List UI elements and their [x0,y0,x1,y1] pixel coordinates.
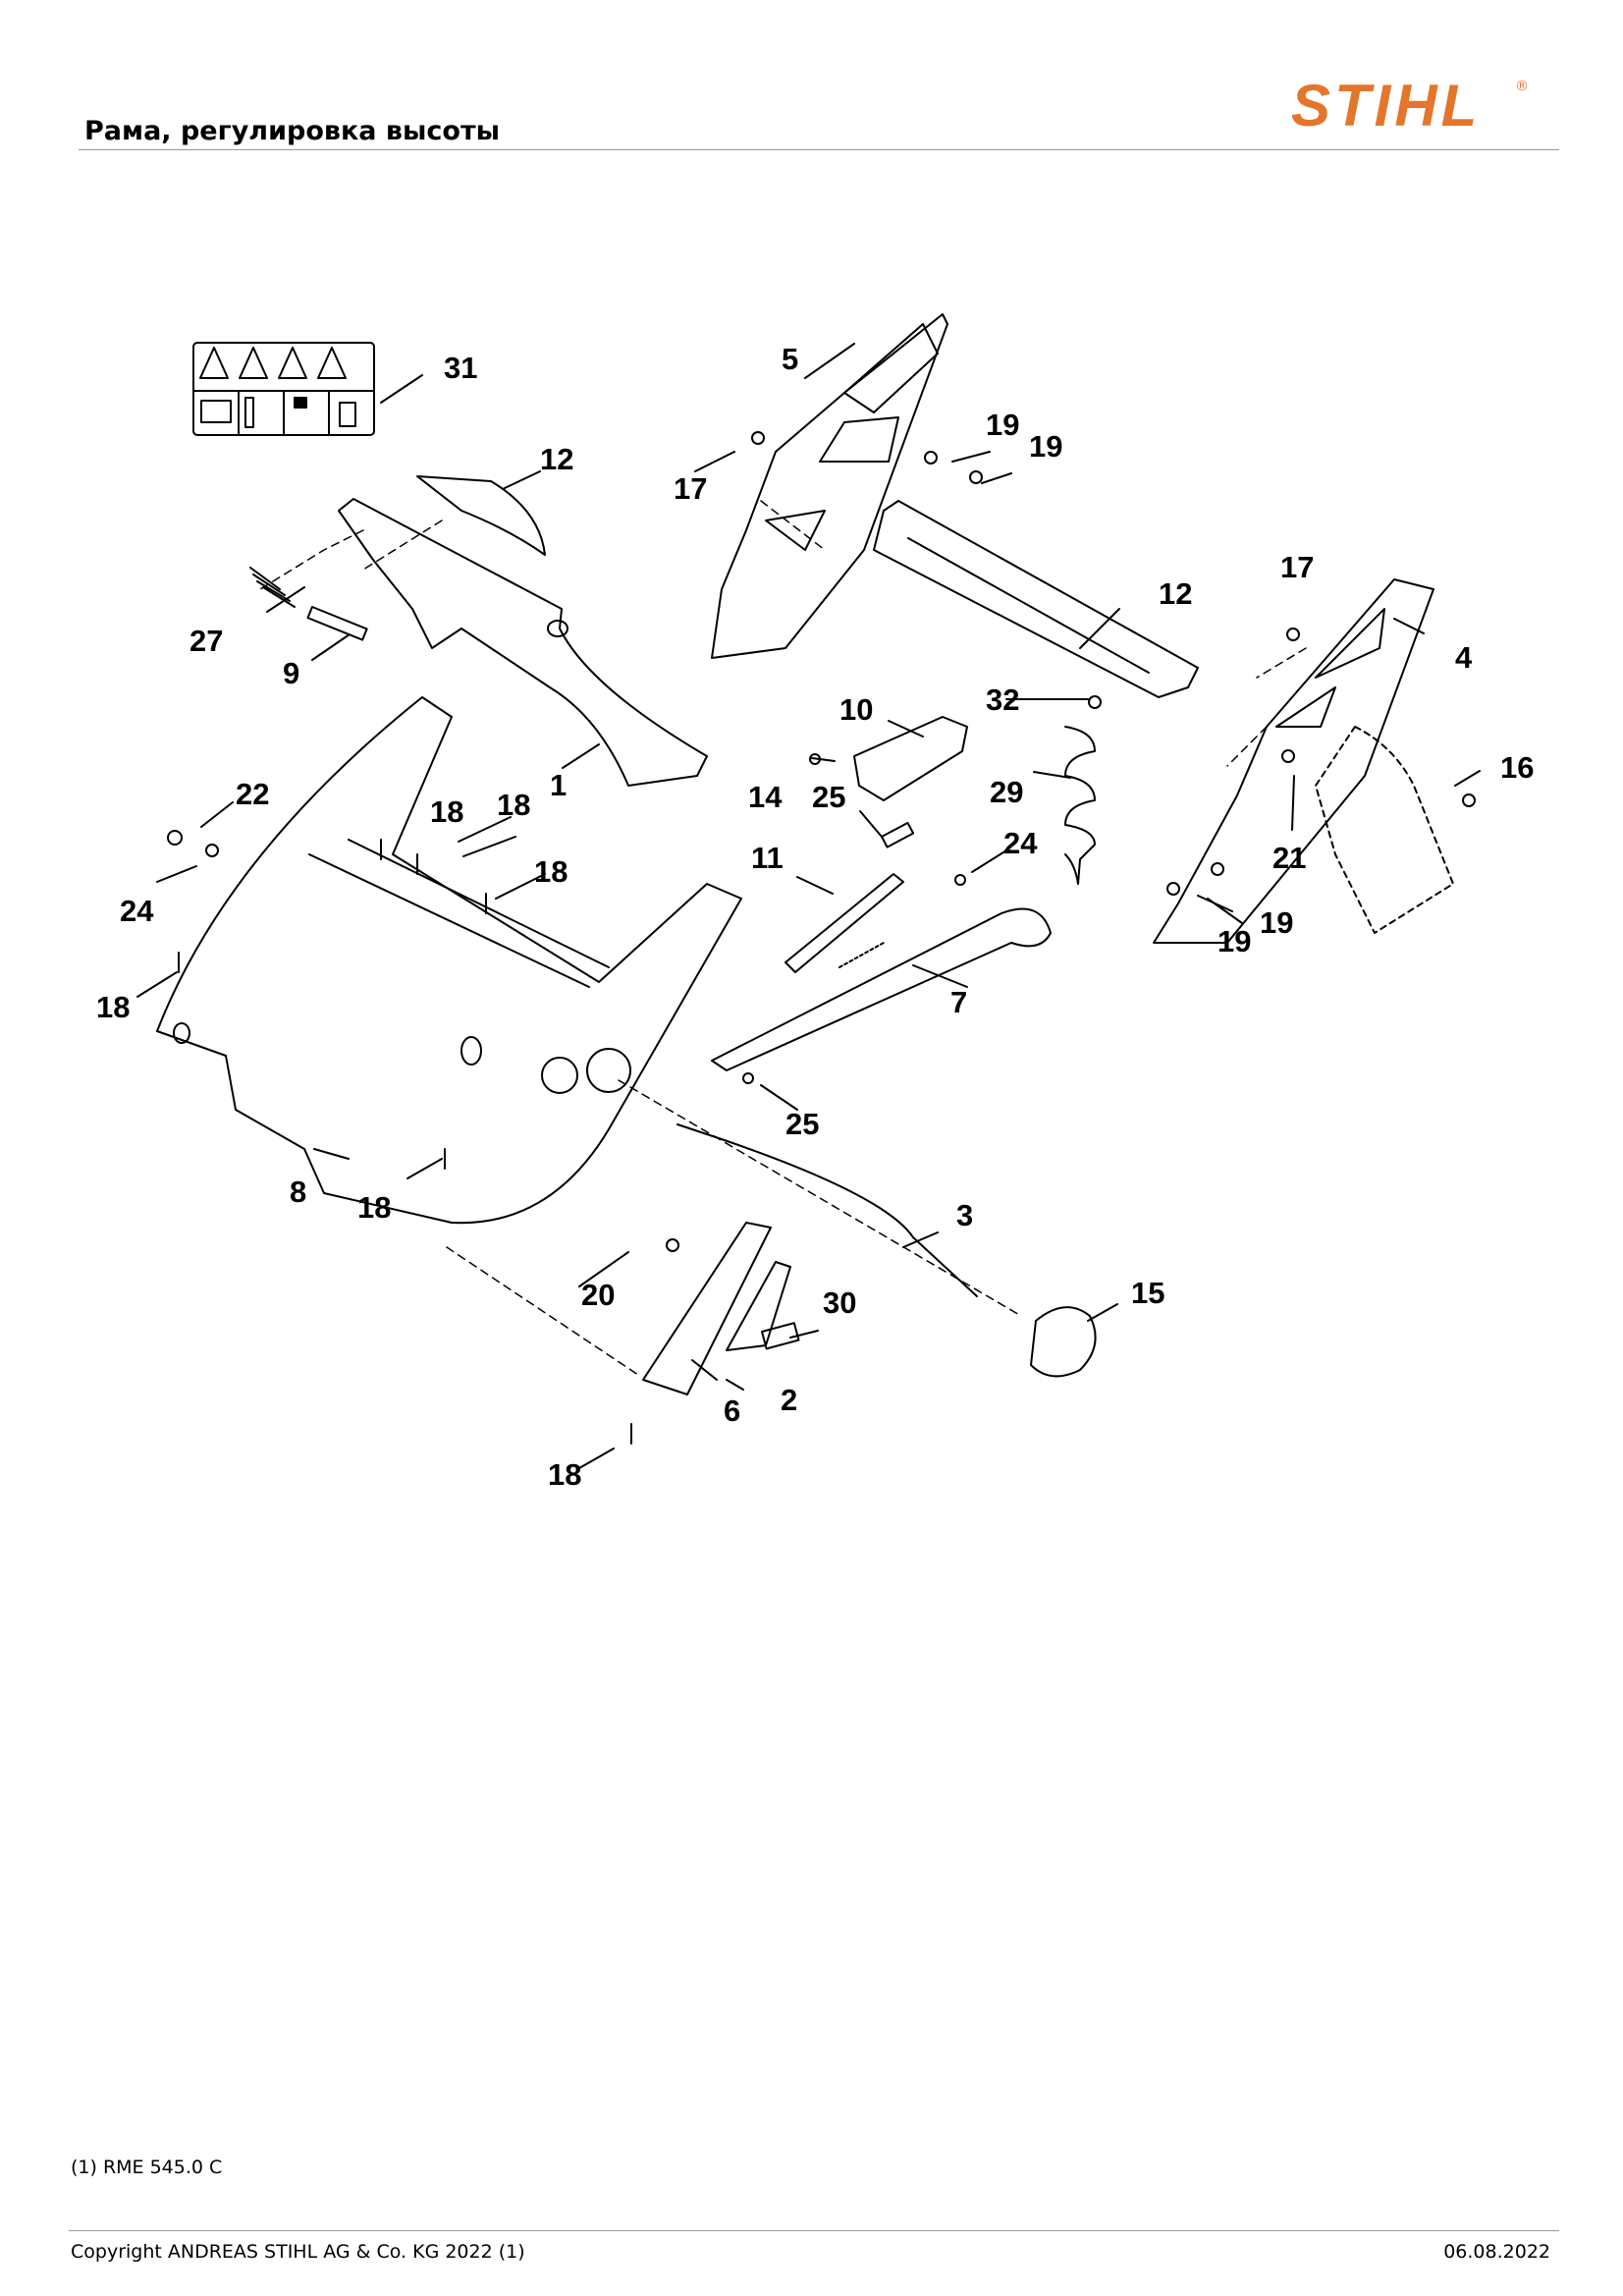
part-12 [873,500,1199,698]
part-29 [1064,726,1096,885]
model-footnote: (1) RME 545.0 C [71,2157,223,2178]
callout: 32 [986,683,1019,717]
callout: 5 [782,342,798,376]
footer-divider [69,2230,1559,2231]
callout: 18 [357,1190,391,1225]
part-7 [711,907,1052,1071]
callout: 14 [748,780,783,814]
exploded-parts-diagram: 31 12 27 9 1 17 5 19 19 12 17 4 16 21 19… [96,313,1534,1492]
callout: 4 [1455,640,1473,675]
callout: 18 [548,1457,581,1492]
callout: 7 [950,985,967,1019]
callout: 9 [283,656,299,690]
part-5 [711,313,948,659]
callout: 20 [581,1278,615,1312]
callout: 16 [1500,750,1534,785]
warning-label-part [192,342,375,436]
callout: 3 [956,1198,973,1232]
copyright-text: Copyright ANDREAS STIHL AG & Co. KG 2022… [71,2241,525,2263]
part-1 [338,498,708,787]
part-10 [853,716,968,801]
callout: 17 [674,471,707,506]
callout: 1 [550,768,567,802]
callout: 15 [1131,1276,1164,1310]
part-4 [1153,578,1434,944]
callout: 19 [1217,924,1251,958]
part-8 [156,696,742,1225]
callout: 31 [444,351,477,385]
callout: 19 [986,408,1019,442]
part-2 [726,1261,791,1351]
part-9 [306,606,368,641]
callout: 19 [1260,905,1293,940]
callout: 19 [1029,429,1062,464]
callout: 10 [839,692,873,727]
svg-text:STIHL: STIHL [1291,73,1481,138]
callout: 25 [785,1107,819,1141]
callout: 12 [540,442,573,476]
part-30 [761,1322,800,1350]
callout: 27 [189,624,223,658]
callout: 18 [96,990,130,1024]
header-divider [79,149,1559,150]
part-11 [784,873,904,973]
callout: 2 [781,1383,797,1417]
svg-text:®: ® [1515,79,1529,94]
part-3 [676,1123,978,1297]
callout: 24 [1003,826,1038,860]
callout: 18 [430,794,463,829]
callout: 8 [290,1175,306,1209]
callout: 21 [1272,841,1306,875]
part-6 [642,1222,772,1395]
callout: 6 [724,1394,740,1428]
part-15 [1030,1306,1097,1378]
callout: 24 [120,894,154,928]
callout: 29 [990,775,1023,809]
callout: 30 [823,1285,856,1320]
part-28 [249,567,296,608]
callout: 18 [534,854,568,889]
callout: 22 [236,777,269,811]
callout: 25 [812,780,845,814]
callout: 12 [1159,576,1192,611]
part-13 [416,475,546,556]
stihl-logo: STIHL ® [1281,69,1544,139]
callout: 17 [1280,550,1314,584]
callout: 11 [751,841,784,875]
callout: 18 [497,788,530,822]
part-27 [880,821,915,848]
document-date: 06.08.2022 [1443,2241,1550,2263]
page-title: Рама, регулировка высоты [84,116,501,146]
